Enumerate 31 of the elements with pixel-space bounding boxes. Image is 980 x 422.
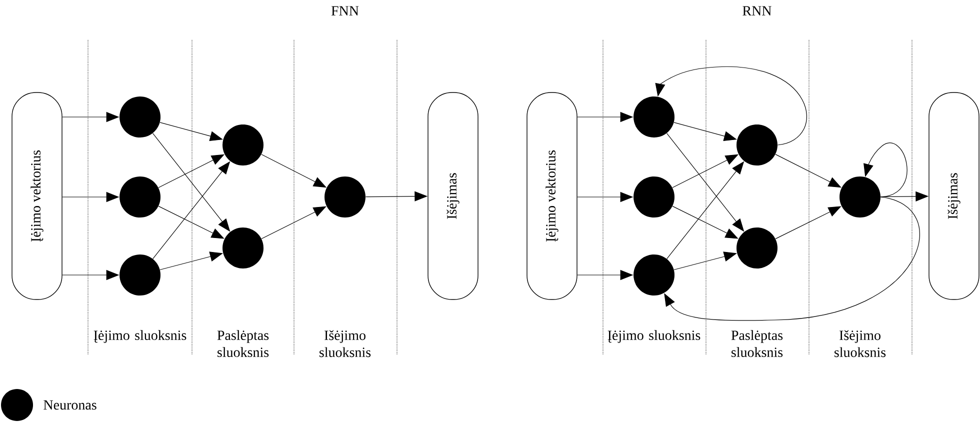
layer-label: Įėjimo sluoksnis <box>94 330 186 343</box>
neuron-circle <box>736 124 778 166</box>
neuron-circle <box>840 176 880 218</box>
arrow <box>158 206 224 239</box>
title: RNN <box>742 6 772 16</box>
output-box: Išėjimas <box>428 92 478 300</box>
layer-label: Išėjimo sluoksnis <box>320 330 371 358</box>
layer-label: Išėjimo sluoksnis <box>834 330 886 358</box>
title: FNN <box>331 6 359 16</box>
arrow <box>672 154 738 188</box>
neuron-circle <box>120 96 160 138</box>
neuron-circle <box>736 228 778 268</box>
arrow <box>655 66 807 146</box>
input-box: Įėjimo vektorius <box>12 92 62 300</box>
neuron-circle <box>324 176 366 218</box>
arrow <box>261 206 326 240</box>
layer-label: Paslėptas sluoksnis <box>217 330 269 358</box>
arrow <box>664 196 920 321</box>
input-box: Įėjimo vektorius <box>526 92 578 300</box>
neuron-circle <box>634 254 674 296</box>
neuron-circle <box>120 254 160 296</box>
layer-label: Paslėptas sluoksnis <box>731 330 783 358</box>
layer-label: Įėjimo sluoksnis <box>608 330 700 343</box>
neuron-circle <box>634 176 674 218</box>
output-box: Išėjimas <box>928 92 980 300</box>
neuron-circle <box>120 176 160 218</box>
neuron-circle <box>222 124 264 166</box>
neuron-circle <box>634 96 674 138</box>
arrow <box>864 142 908 198</box>
neuron-circle <box>222 228 264 268</box>
legend-text: Neuronas <box>44 400 96 410</box>
